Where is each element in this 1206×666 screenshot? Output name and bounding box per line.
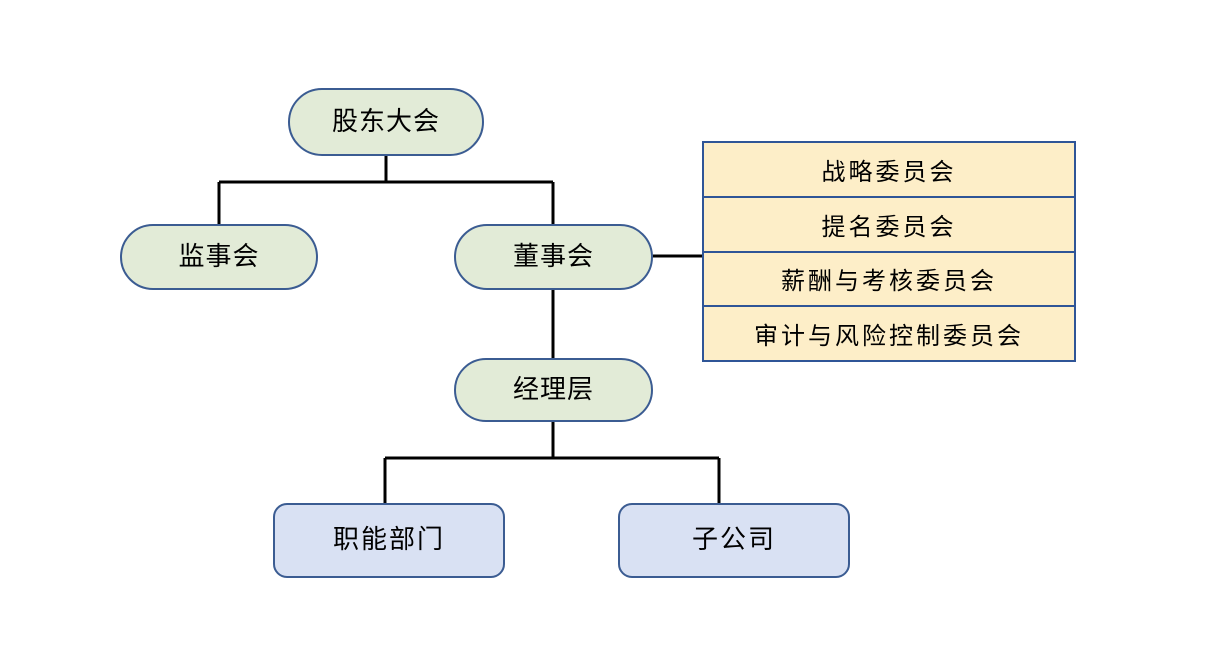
committee-table: 战略委员会 提名委员会 薪酬与考核委员会 审计与风险控制委员会 — [702, 141, 1076, 362]
node-functional-departments[interactable]: 职能部门 — [273, 503, 505, 578]
committee-row-strategy[interactable]: 战略委员会 — [704, 143, 1074, 198]
node-board-of-directors[interactable]: 董事会 — [454, 224, 653, 290]
node-subsidiaries-label: 子公司 — [691, 525, 776, 556]
committee-row-audit-risk-control-label: 审计与风险控制委员会 — [754, 322, 1024, 351]
node-shareholders-meeting-label: 股东大会 — [331, 106, 440, 137]
node-management-layer-label: 经理层 — [512, 374, 594, 405]
committee-row-remuneration-appraisal[interactable]: 薪酬与考核委员会 — [704, 252, 1074, 308]
node-board-of-directors-label: 董事会 — [512, 241, 594, 272]
committee-row-strategy-label: 战略委员会 — [821, 157, 957, 186]
node-board-of-supervisors[interactable]: 监事会 — [120, 224, 318, 290]
node-functional-departments-label: 职能部门 — [332, 525, 445, 556]
committee-row-remuneration-appraisal-label: 薪酬与考核委员会 — [781, 267, 997, 296]
node-board-of-supervisors-label: 监事会 — [178, 241, 260, 272]
node-shareholders-meeting[interactable]: 股东大会 — [288, 88, 484, 156]
committee-row-nomination-label: 提名委员会 — [821, 212, 957, 241]
committee-row-nomination[interactable]: 提名委员会 — [704, 197, 1074, 253]
node-subsidiaries[interactable]: 子公司 — [618, 503, 850, 578]
committee-row-audit-risk-control[interactable]: 审计与风险控制委员会 — [704, 307, 1074, 360]
node-management-layer[interactable]: 经理层 — [454, 358, 653, 422]
